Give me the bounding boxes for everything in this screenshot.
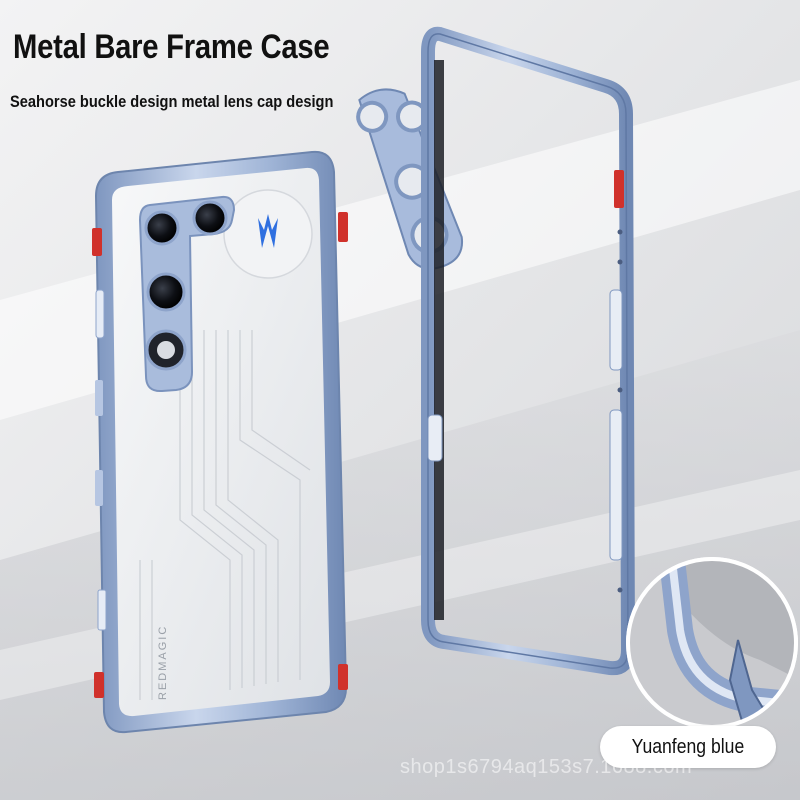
phone-with-case: REDMAGIC: [92, 150, 348, 734]
color-variant-label: Yuanfeng blue: [631, 735, 745, 758]
shop-watermark: shop1s6794aq153s7.1688.com: [400, 756, 693, 778]
detail-zoom-circle: [626, 557, 798, 729]
metal-frame: [421, 26, 636, 676]
page-subtitle: Seahorse buckle design metal lens cap de…: [10, 92, 334, 111]
color-variant-badge: Yuanfeng blue: [600, 726, 776, 768]
page-title: Metal Bare Frame Case: [13, 28, 330, 66]
phone-brand-print: REDMAGIC: [157, 625, 169, 700]
